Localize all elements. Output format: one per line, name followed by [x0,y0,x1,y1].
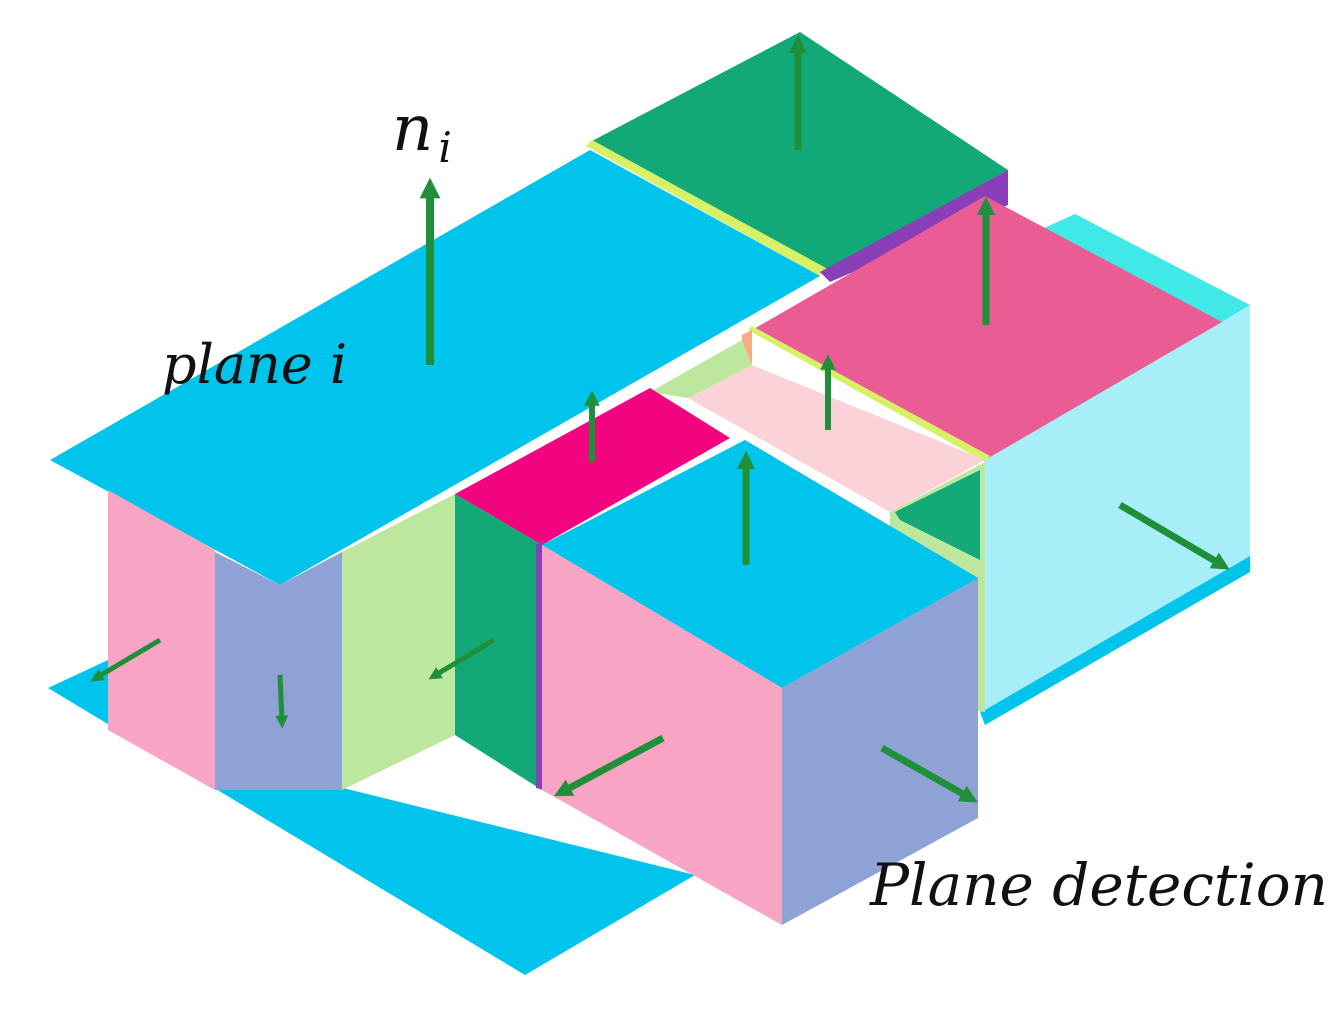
normal-label-subscript: i [438,123,451,172]
normal-label: n i [392,92,452,172]
teal-column-face [455,494,542,790]
caption-label: Plane detection [869,851,1328,919]
normal-arrow-cube-left [553,734,665,797]
magenta-top-face [455,388,730,545]
rose-plane-edge [748,326,990,462]
left-light-green-face [342,494,455,790]
plane-i-label: plane i [162,333,347,396]
left-pink-face [108,490,215,790]
normal-arrow-right-side [1118,501,1230,570]
front-cube-top [542,440,978,688]
left-periwinkle-face [215,552,342,790]
normal-arrow-left-green [428,637,496,680]
normal-arrow-left-pink [90,637,162,682]
ground-plane-right [980,556,1250,725]
front-cube-left-face [542,545,782,925]
purple-edge-face [820,170,1008,282]
normal-label-base: n [392,92,433,166]
plane-i-face [50,150,820,585]
light-green-gap [650,340,752,398]
ground-plane-left [48,660,695,975]
normal-arrow-left-periwinkle [275,674,289,729]
normal-arrow-cube-right [880,744,978,803]
right-block-side-face [985,305,1250,710]
light-pink-plane [688,365,985,512]
green-top-edge [586,140,826,276]
right-block-inner-dark [895,470,980,560]
green-top-face [590,32,1008,272]
front-cube-right-face [782,578,978,925]
